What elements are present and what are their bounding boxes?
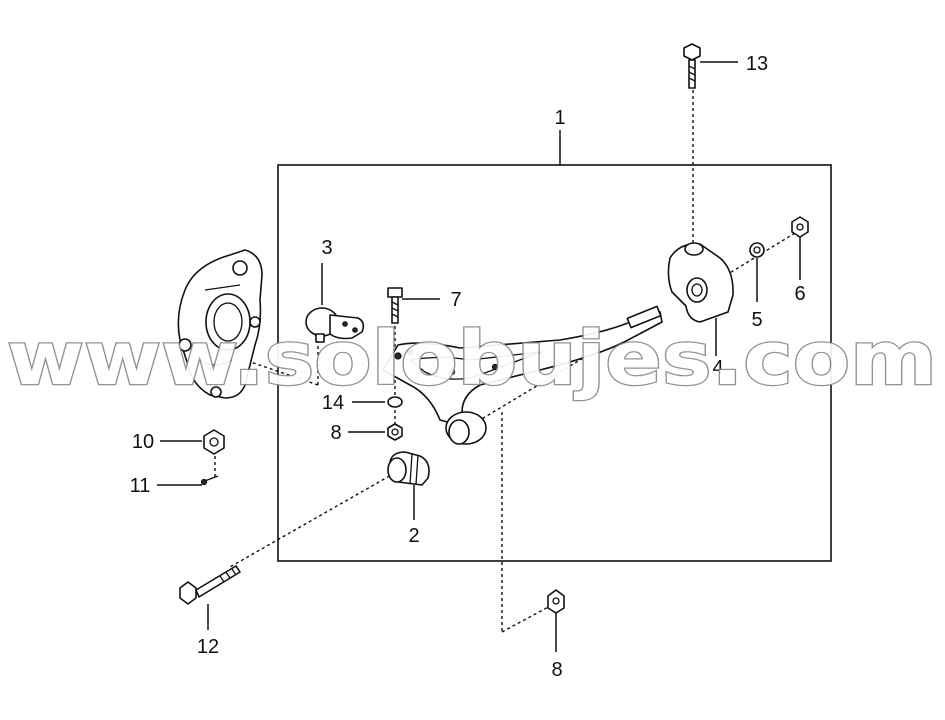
callout-3: 3 [321, 237, 332, 259]
callout-8b: 8 [551, 659, 562, 681]
nut-8-lower [547, 589, 565, 614]
callout-7: 7 [450, 289, 461, 311]
nut-8-upper [387, 423, 403, 441]
callout-5: 5 [751, 309, 762, 331]
steering-knuckle [177, 249, 263, 399]
ball-joint [305, 307, 365, 343]
bolt-7 [387, 287, 403, 324]
callout-1: 1 [554, 107, 565, 129]
callout-11: 11 [130, 475, 151, 497]
bolt-13 [683, 43, 701, 89]
callout-6: 6 [794, 283, 805, 305]
callout-14: 14 [322, 392, 344, 414]
callout-12: 12 [197, 636, 219, 658]
callout-13: 13 [746, 53, 768, 75]
nut-6 [791, 216, 809, 238]
castle-nut-10 [203, 429, 225, 455]
cotter-pin-11 [200, 475, 219, 486]
callout-8a: 8 [330, 422, 341, 444]
bushing-2 [387, 451, 430, 486]
watermark-text: www.solobujes.com [7, 316, 937, 402]
rear-bushing-bracket [667, 242, 734, 323]
lower-control-arm [382, 305, 663, 445]
callout-2: 2 [408, 525, 419, 547]
washer-5 [749, 242, 765, 258]
bolt-12 [179, 565, 241, 605]
washer-5-hole [753, 246, 761, 254]
leader-lines [157, 61, 801, 652]
assembly-frame [277, 164, 832, 562]
washer-14 [387, 396, 403, 408]
callout-4: 4 [712, 357, 723, 379]
callout-10: 10 [132, 431, 154, 453]
